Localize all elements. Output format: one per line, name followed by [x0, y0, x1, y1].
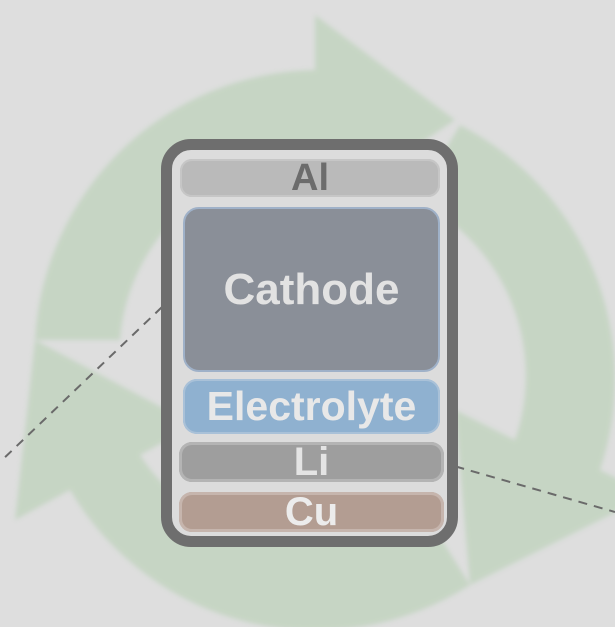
cycle-arrow-right: [415, 125, 615, 585]
cycle-arrow-bottom: [15, 340, 470, 627]
cathode-layer: Cathode: [183, 207, 440, 372]
lithium-layer: Li: [179, 440, 444, 484]
cycle-arrow-top: [35, 15, 455, 340]
dashed-leader-right: [439, 461, 615, 513]
aluminum-layer: Al: [180, 157, 440, 199]
battery-cell: Al Cathode Electrolyte Li Cu: [161, 139, 458, 547]
electrolyte-layer: Electrolyte: [183, 379, 440, 434]
copper-layer: Cu: [179, 490, 444, 534]
dashed-leader-left: [0, 284, 186, 463]
